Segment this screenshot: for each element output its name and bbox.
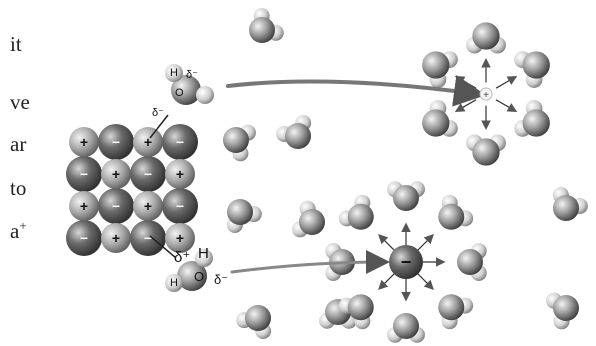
shell-water-molecule bbox=[457, 243, 487, 281]
anion-lattice: − bbox=[66, 156, 102, 192]
cation-lattice: + bbox=[133, 127, 163, 157]
anion-lattice: − bbox=[162, 124, 198, 160]
margin-text-line-2: ve bbox=[10, 90, 30, 115]
margin-text-line-5: a+ bbox=[10, 218, 27, 244]
ion-charge-label: + bbox=[80, 134, 88, 150]
anion-center: − bbox=[389, 245, 423, 279]
label-water-top-delta: δ⁻ bbox=[186, 69, 198, 81]
label-water-bottom-delta-pos: δ⁺ bbox=[174, 249, 190, 266]
shell-water-molecule bbox=[438, 294, 473, 329]
shell-water-molecule bbox=[514, 51, 550, 88]
water-molecule-bottom-leaving: δ⁺ H H O δ⁻ bbox=[165, 245, 228, 292]
cation-center: + bbox=[480, 88, 492, 101]
ion-charge-label: − bbox=[176, 134, 184, 150]
ion-charge-label: + bbox=[144, 198, 152, 214]
cation-lattice: + bbox=[69, 127, 99, 157]
water-molecule bbox=[227, 199, 262, 233]
transfer-arrow-bottom bbox=[232, 262, 384, 272]
anion-lattice: − bbox=[162, 188, 198, 224]
cation-lattice: + bbox=[133, 191, 163, 221]
label-water-top-o: O bbox=[175, 87, 184, 99]
ion-charge-label: − bbox=[80, 166, 88, 182]
water-molecule bbox=[223, 125, 256, 162]
ion-charge-label: − bbox=[144, 230, 152, 246]
shell-water-molecule bbox=[422, 100, 458, 137]
ion-charge-label: + bbox=[112, 166, 120, 182]
cation-lattice: + bbox=[101, 223, 131, 253]
label-water-bottom-delta-neg: δ⁻ bbox=[214, 272, 228, 287]
cation-lattice: + bbox=[101, 159, 131, 189]
water-molecule bbox=[249, 8, 284, 43]
water-molecule bbox=[292, 201, 325, 238]
anion-lattice: − bbox=[130, 156, 166, 192]
ion-charge-label: − bbox=[144, 166, 152, 182]
ionic-lattice: +−+−−+−++−+−−+−+ bbox=[66, 124, 198, 256]
ion-charge-label: + bbox=[112, 230, 120, 246]
anion-lattice: − bbox=[66, 220, 102, 256]
water-molecule bbox=[236, 305, 271, 339]
anion-lattice: − bbox=[98, 188, 134, 224]
water-molecule-top-leaving: H O δ⁻ bbox=[165, 64, 214, 105]
margin-text-letter: a bbox=[10, 219, 19, 243]
label-water-bottom-h2: H bbox=[170, 277, 178, 289]
water-molecule bbox=[553, 187, 588, 221]
shell-water-molecule bbox=[422, 51, 458, 88]
cation-lattice: + bbox=[69, 191, 99, 221]
label-bond-delta-neg: δ⁻ bbox=[152, 107, 164, 119]
label-water-top-h: H bbox=[170, 67, 178, 79]
shell-water-molecule bbox=[387, 181, 425, 211]
ion-charge-label: − bbox=[80, 230, 88, 246]
ion-charge-label: + bbox=[176, 166, 184, 182]
label-water-bottom-o: O bbox=[194, 269, 204, 284]
shell-water-molecule bbox=[339, 195, 374, 230]
attraction-arrow bbox=[496, 77, 515, 88]
shell-water-molecule bbox=[466, 134, 506, 165]
margin-text-line-1: it bbox=[10, 32, 22, 57]
attraction-arrow bbox=[496, 100, 515, 111]
ion-charge-label: − bbox=[176, 198, 184, 214]
margin-text-line-4: to bbox=[10, 176, 26, 201]
ion-charge-label: + bbox=[176, 230, 184, 246]
cation-lattice: + bbox=[165, 159, 195, 189]
margin-text-line-3: ar bbox=[10, 132, 26, 157]
ion-charge-label: − bbox=[112, 134, 120, 150]
shell-water-molecule bbox=[387, 313, 425, 343]
attraction-arrow bbox=[457, 77, 476, 88]
ion-charge-label: − bbox=[112, 198, 120, 214]
water-molecule bbox=[546, 293, 579, 330]
shell-water-molecule bbox=[514, 100, 550, 137]
ion-charge-label: + bbox=[80, 198, 88, 214]
margin-text-superscript: + bbox=[19, 218, 26, 233]
water-molecule bbox=[276, 115, 311, 149]
shell-water-molecule bbox=[438, 195, 473, 230]
attraction-arrow bbox=[457, 100, 476, 111]
anion-lattice: − bbox=[98, 124, 134, 160]
cation-sign: + bbox=[483, 90, 489, 101]
anion-lattice: − bbox=[130, 220, 166, 256]
shell-water-molecule bbox=[466, 22, 506, 53]
label-water-bottom-h1: H bbox=[198, 245, 209, 262]
anion-sign: − bbox=[401, 252, 412, 272]
